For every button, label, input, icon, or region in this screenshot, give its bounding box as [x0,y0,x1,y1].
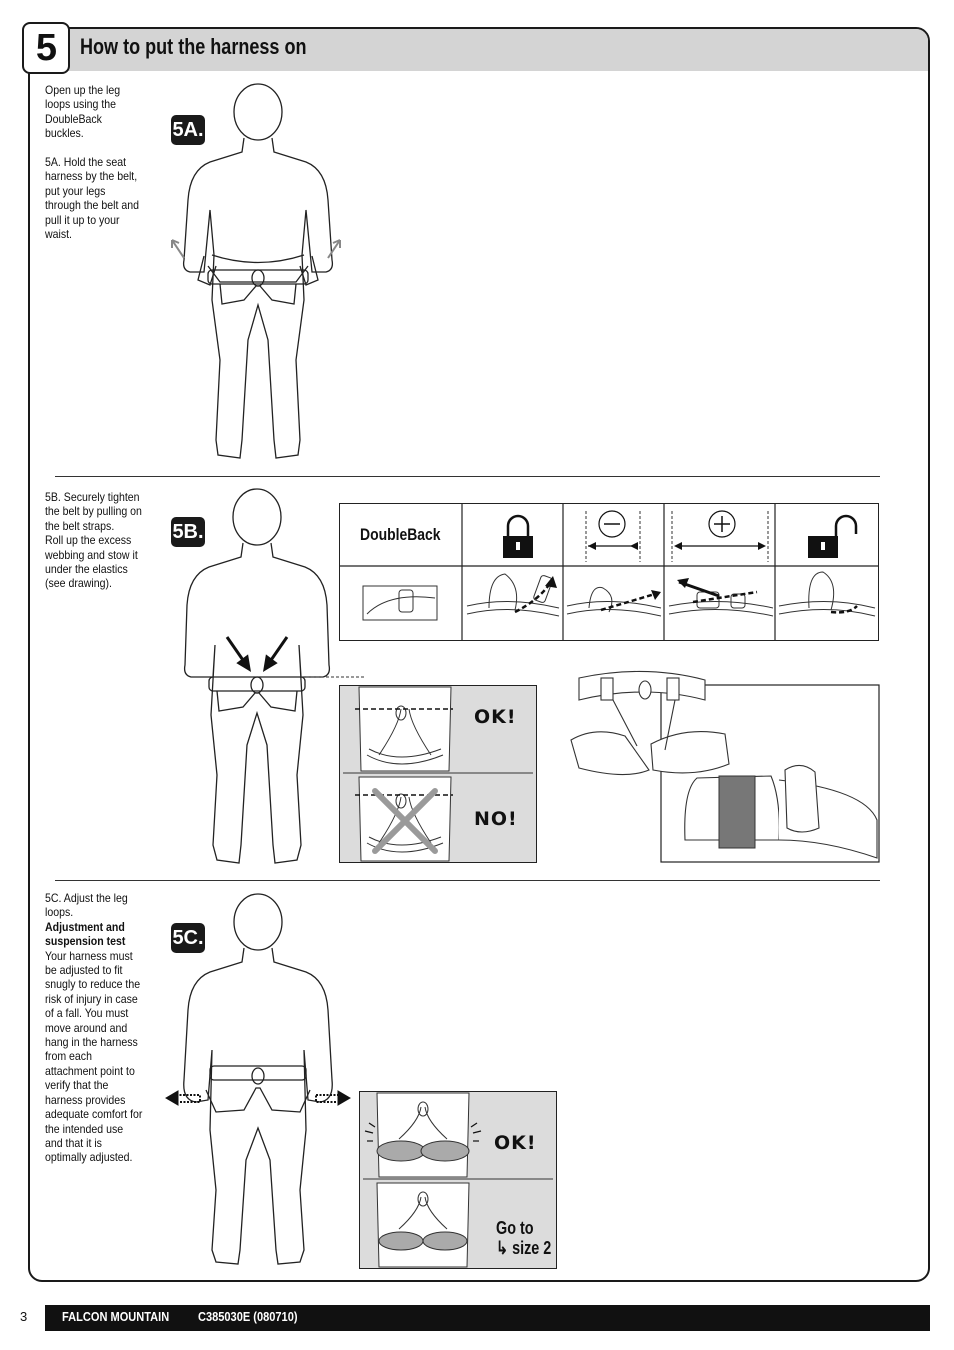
footer-reference: C385030E (080710) [198,1309,298,1324]
plus-circle-icon [671,510,769,562]
doubleback-table-grid [339,503,879,641]
legloop-fit-drawings [363,1092,553,1268]
step-5c-body: Your harness must be adjusted to fit snu… [45,948,143,1165]
section-header-band [30,29,928,71]
divider-5b-5c [55,880,880,881]
step-5c-badge: 5C. [171,923,205,953]
doubleback-table [339,503,879,641]
figure-5b-person [183,488,365,864]
section-title: How to put the harness on [80,34,307,59]
divider-5a-5b [55,476,880,477]
step-5c-text: 5C. Adjust the leg loops. Adjustment and… [45,891,144,1165]
padlock-closed-icon [503,514,533,558]
goto-size-label: Go to↳ size 2 [496,1218,551,1258]
step-5b-text: 5B. Securely tighten the belt by pulling… [45,490,142,591]
page-number: 3 [20,1309,28,1324]
doubleback-buckle-drawings [362,571,876,621]
footer-product: FALCON MOUNTAIN [62,1309,170,1324]
step-5a-badge: 5A. [171,115,205,145]
section-frame [28,27,930,1282]
doubleback-label: DoubleBack [360,525,441,544]
step-5c-heading: Adjustment and suspension test [45,919,126,949]
legloop-ok-label: OK! [494,1132,537,1154]
goto-line1: Go to [496,1218,534,1238]
step-5a-text: Open up the leg loops using the DoubleBa… [45,83,139,242]
footer-bar [45,1305,930,1331]
belt-position-drawings [343,686,533,862]
figure-5c-person [165,893,351,1265]
figure-5a-person [171,83,341,459]
belt-ok-label: OK! [474,706,517,728]
goto-line2: ↳ size 2 [496,1238,552,1258]
padlock-open-icon [808,514,858,558]
section-number: 5 [22,22,70,74]
step-5b-badge: 5B. [171,517,205,547]
minus-circle-icon [585,510,641,562]
harness-stow-illustration [570,670,880,863]
step-5c-intro: 5C. Adjust the leg loops. [45,891,128,920]
belt-no-label: NO! [474,808,518,830]
